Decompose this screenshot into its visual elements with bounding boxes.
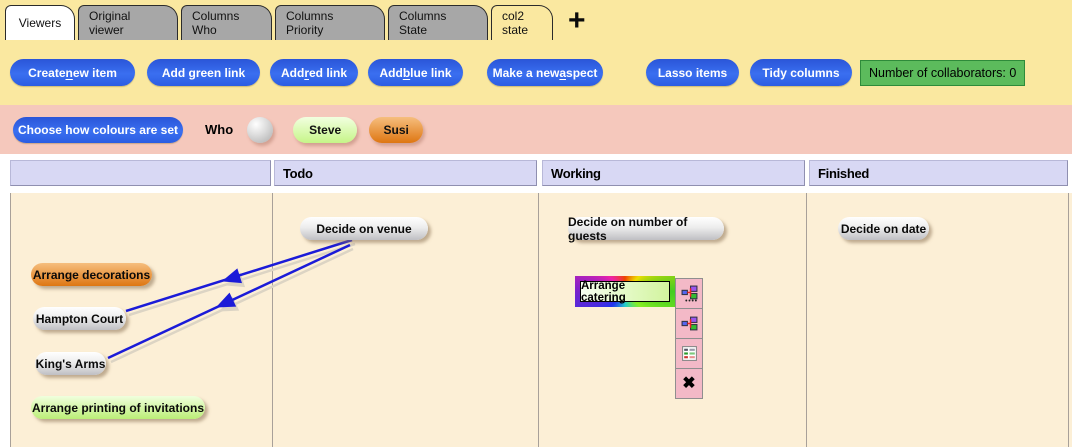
tab-viewers[interactable]: Viewers: [5, 5, 75, 40]
tab-label: Columns State: [399, 9, 447, 37]
column-separator: [538, 193, 539, 447]
item-arrange-catering-selected[interactable]: Arrange catering: [575, 276, 675, 307]
kanban-board[interactable]: Decide on venue Decide on number of gues…: [0, 193, 1072, 447]
column-header-working[interactable]: Working: [542, 160, 805, 186]
choose-colours-button[interactable]: Choose how colours are set: [13, 116, 183, 143]
item-decide-on-date[interactable]: Decide on date: [838, 217, 929, 240]
tab-label: Viewers: [18, 16, 62, 30]
item-arrange-decorations[interactable]: Arrange decorations: [31, 263, 152, 286]
link-venue-to-kings-arms[interactable]: [107, 243, 351, 360]
collaborators-count-badge: Number of collaborators: 0: [860, 59, 1026, 86]
item-contents-icon: [681, 346, 697, 361]
tab-col2-state[interactable]: col2 state: [491, 5, 553, 40]
column-separator: [806, 193, 807, 447]
colour-chip-susi[interactable]: Susi: [369, 116, 424, 143]
item-decide-on-venue[interactable]: Decide on venue: [300, 217, 428, 240]
links-layer: [107, 238, 356, 364]
tab-original-viewer[interactable]: Original viewer: [78, 5, 178, 40]
lasso-items-button[interactable]: Lasso items: [646, 59, 739, 86]
column-header-unnamed[interactable]: [10, 160, 271, 186]
default-colour-chip[interactable]: [247, 116, 274, 143]
column-header-todo[interactable]: Todo: [274, 160, 537, 186]
add-tab-button[interactable]: +: [568, 4, 586, 37]
item-arrange-catering-label: Arrange catering: [580, 280, 670, 304]
tab-label: Columns Who: [192, 9, 240, 37]
tab-label: Columns Priority: [286, 9, 334, 37]
tidy-columns-button[interactable]: Tidy columns: [750, 59, 852, 86]
item-arrange-printing-of-invitations[interactable]: Arrange printing of invitations: [31, 396, 205, 419]
delete-item-button[interactable]: ✖: [675, 368, 703, 399]
viewer-tabbar: Viewers Original viewer Columns Who Colu…: [0, 0, 1072, 40]
tab-label: col2 state: [502, 9, 529, 37]
item-kings-arms[interactable]: King's Arms: [35, 352, 106, 375]
item-hampton-court[interactable]: Hampton Court: [33, 307, 126, 330]
column-separator: [1068, 193, 1069, 447]
expand-children-icon: [681, 285, 697, 302]
tab-label: Original viewer: [89, 9, 131, 37]
item-contents-button[interactable]: [675, 338, 703, 369]
add-green-link-button[interactable]: Add green link: [147, 59, 260, 86]
top-block: Viewers Original viewer Columns Who Colu…: [0, 0, 1072, 105]
column-separator: [272, 193, 273, 447]
who-label: Who: [205, 122, 234, 137]
tab-columns-priority[interactable]: Columns Priority: [275, 5, 385, 40]
show-links-icon: [681, 316, 697, 331]
column-header-row: Todo Working Finished: [0, 160, 1072, 186]
colour-row: Choose how colours are set Who Steve Sus…: [0, 105, 1072, 154]
expand-children-button[interactable]: [675, 278, 703, 309]
show-links-button[interactable]: [675, 308, 703, 339]
item-context-toolbar: ✖: [675, 278, 703, 399]
link-venue-to-hampton-court[interactable]: [125, 238, 353, 313]
colour-chip-steve[interactable]: Steve: [293, 116, 358, 143]
column-separator: [10, 193, 11, 447]
column-header-finished[interactable]: Finished: [809, 160, 1068, 186]
delete-item-icon: ✖: [682, 374, 696, 392]
item-decide-on-number-of-guests[interactable]: Decide on number of guests: [568, 215, 724, 243]
tab-columns-who[interactable]: Columns Who: [181, 5, 272, 40]
tab-columns-state[interactable]: Columns State: [388, 5, 488, 40]
